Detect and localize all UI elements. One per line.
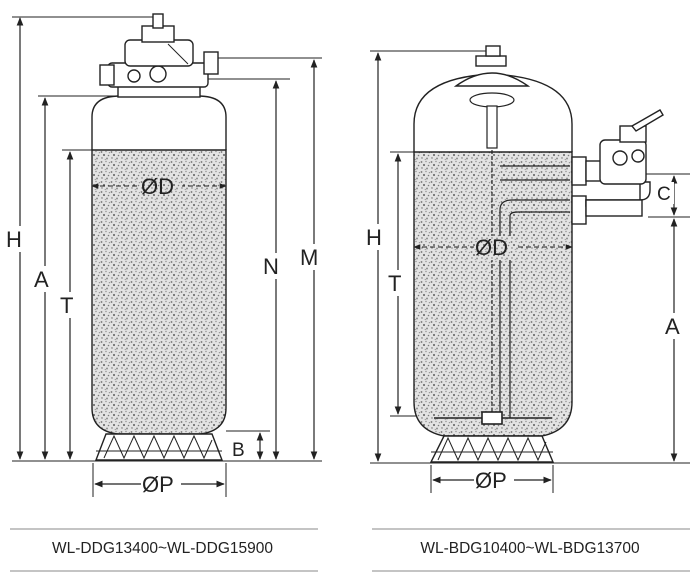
right-dimension-labels: H T ØD C A ØP [365,182,686,493]
right-tank-media [413,151,573,437]
left-tank-shell [91,95,227,150]
left-filter [12,13,322,497]
right-side-valve [571,109,664,225]
right-label-H: H [366,225,382,250]
right-model-caption: WL-BDG10400~WL-BDG13700 [420,540,640,557]
right-internal-pipes [469,92,570,418]
left-extension-lines [12,16,322,497]
left-multiport-valve [99,13,219,98]
left-label-N: N [263,254,279,279]
right-label-P: ØP [475,468,507,493]
right-base-ribs [431,436,553,462]
caption-rules [10,528,690,572]
left-label-H: H [6,227,22,252]
left-label-B: B [232,440,245,461]
left-label-D: ØD [141,174,174,199]
right-filter [370,45,690,493]
left-dimension-labels: H A T ØD N M B ØP [5,174,329,497]
right-extension-lines [370,50,690,493]
right-label-D: ØD [475,235,508,260]
left-label-M: M [300,245,318,270]
left-label-T: T [60,293,73,318]
right-label-T: T [388,271,401,296]
right-label-A: A [665,314,680,339]
left-base-ribs [96,434,222,460]
left-label-A: A [34,267,49,292]
left-model-caption: WL-DDG13400~WL-DDG15900 [52,540,273,557]
right-label-C: C [657,184,671,205]
left-label-P: ØP [142,472,174,497]
right-tank-base [429,435,555,463]
right-tank-lid [453,72,531,87]
right-lateral-arms [434,411,552,425]
